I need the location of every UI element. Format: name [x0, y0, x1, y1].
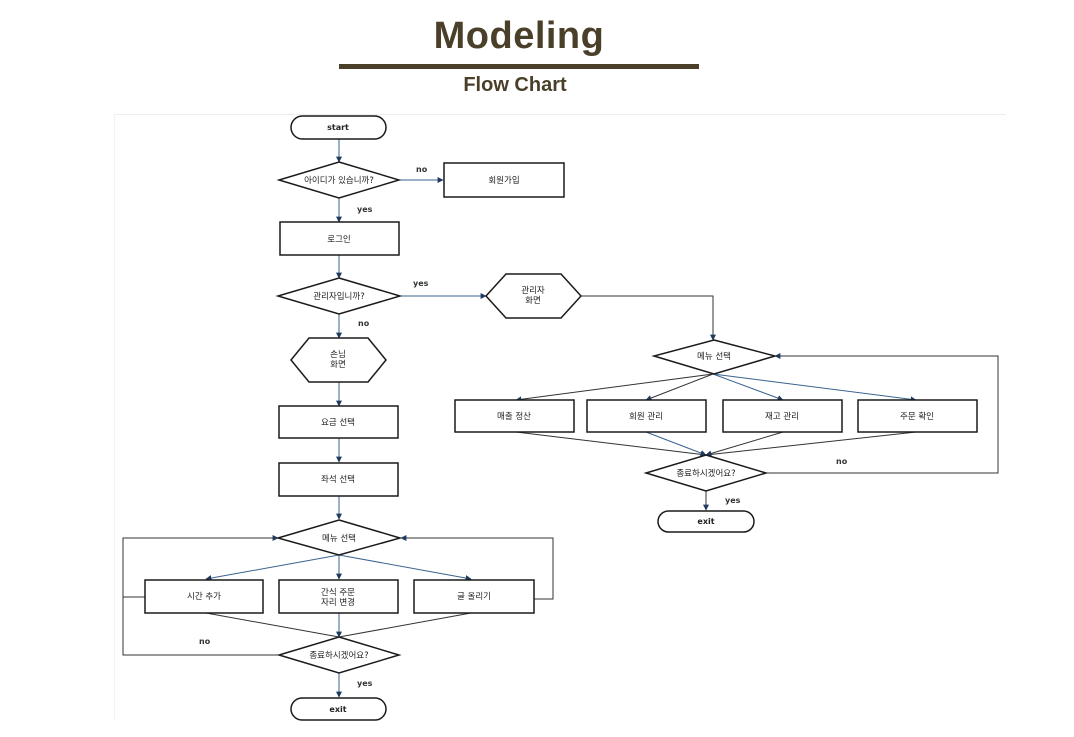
node-has-id: 아이디가 있습니까?: [276, 161, 402, 199]
edge-guest-quit-no: [122, 597, 278, 656]
edge-order-to-quit: [705, 431, 917, 458]
edge-add-time-loop: [122, 535, 279, 598]
page-title: Modeling: [433, 15, 605, 57]
connectors: [122, 139, 999, 698]
edge-label-guest-quit-no: no: [199, 637, 211, 646]
edge-label-has-id-no: no: [416, 165, 428, 174]
node-add-time: 시간 추가: [144, 579, 264, 614]
node-guest-quit-label: 종료하시겠어요?: [309, 650, 368, 661]
node-admin-quit-label: 종료하시겠어요?: [676, 468, 735, 479]
node-seat-select: 좌석 선택: [278, 462, 399, 497]
edge-labels: no yes yes no no yes no yes: [199, 165, 848, 688]
node-sales-label: 매출 정산: [497, 411, 531, 422]
flowchart-canvas: start 아이디가 있습니까? 회원가입 로그인 관리자입니까? 관리자 화면…: [114, 114, 1006, 721]
node-signup-label: 회원가입: [488, 176, 519, 186]
node-login-label: 로그인: [327, 234, 350, 245]
edge-admin-menu-to-stock: [712, 373, 784, 401]
node-admin-exit-label: exit: [697, 517, 714, 526]
node-post-message: 글 올리기: [413, 579, 535, 614]
edge-label-admin-quit-yes: yes: [725, 496, 741, 505]
node-guest-quit: 종료하시겠어요?: [276, 636, 402, 674]
node-guest-screen: 손님 화면: [290, 337, 387, 383]
node-is-admin: 관리자입니까?: [275, 277, 403, 315]
node-guest-screen-label-1: 손님: [330, 349, 346, 360]
edge-label-is-admin-yes: yes: [413, 279, 429, 288]
node-stock-mgmt: 재고 관리: [722, 399, 843, 433]
node-guest-menu-label: 메뉴 선택: [322, 533, 356, 544]
edge-admin-quit-no: [766, 353, 999, 474]
edge-label-admin-quit-no: no: [836, 457, 848, 466]
edge-stock-to-quit: [705, 431, 784, 457]
node-is-admin-label: 관리자입니까?: [313, 291, 364, 302]
node-has-id-label: 아이디가 있습니까?: [304, 175, 374, 186]
node-start: start: [290, 115, 387, 140]
node-stock-mgmt-label: 재고 관리: [765, 411, 799, 422]
edge-add-time-to-quit: [205, 612, 340, 638]
node-admin-screen-label-2: 화면: [525, 295, 541, 306]
edge-admin-menu-to-order: [712, 373, 917, 403]
node-admin-menu: 메뉴 선택: [651, 339, 778, 375]
node-admin-menu-label: 메뉴 선택: [697, 351, 731, 362]
edge-admin-menu-to-member: [645, 373, 714, 401]
node-add-time-label: 시간 추가: [187, 591, 221, 602]
node-member-mgmt-label: 회원 관리: [629, 411, 663, 422]
node-start-label: start: [327, 123, 349, 132]
node-admin-screen-label-1: 관리자: [521, 285, 545, 296]
title-divider: [339, 64, 699, 69]
node-guest-screen-label-2: 화면: [330, 359, 346, 370]
flowchart-diagram: start 아이디가 있습니까? 회원가입 로그인 관리자입니까? 관리자 화면…: [122, 115, 999, 721]
edge-admin-screen-to-menu: [581, 295, 716, 341]
node-guest-menu: 메뉴 선택: [275, 519, 403, 556]
node-snack-order: 간식 주문 자리 변경: [278, 579, 399, 614]
node-seat-select-label: 좌석 선택: [321, 474, 355, 485]
node-snack-order-label-1: 간식 주문: [321, 587, 355, 598]
node-admin-exit: exit: [657, 510, 755, 533]
node-sales: 매출 정산: [454, 399, 575, 433]
node-fee-select-label: 요금 선택: [321, 417, 355, 428]
edge-member-to-quit: [645, 431, 707, 456]
node-guest-exit: exit: [290, 697, 387, 721]
edge-admin-menu-to-sales: [515, 373, 714, 403]
page-subtitle: Flow Chart: [463, 74, 567, 96]
edge-label-has-id-yes: yes: [357, 205, 373, 214]
node-post-message-label: 글 올리기: [457, 592, 491, 602]
edge-label-guest-quit-yes: yes: [357, 679, 373, 688]
edge-post-loop: [400, 535, 554, 600]
edge-menu-to-add-time: [205, 554, 340, 581]
node-order-check: 주문 확인: [857, 399, 978, 433]
node-admin-screen: 관리자 화면: [484, 273, 583, 319]
node-guest-exit-label: exit: [329, 705, 346, 714]
node-signup: 회원가입: [443, 162, 565, 198]
node-order-check-label: 주문 확인: [900, 411, 934, 422]
node-fee-select: 요금 선택: [278, 405, 399, 439]
node-login: 로그인: [279, 221, 400, 256]
edge-label-is-admin-no: no: [358, 319, 370, 328]
node-admin-quit: 종료하시겠어요?: [643, 454, 769, 492]
edge-menu-to-post: [338, 554, 472, 581]
node-member-mgmt: 회원 관리: [586, 399, 707, 433]
edge-sales-to-quit: [515, 431, 707, 458]
edge-post-to-quit: [338, 612, 472, 638]
node-snack-order-label-2: 자리 변경: [321, 597, 355, 608]
